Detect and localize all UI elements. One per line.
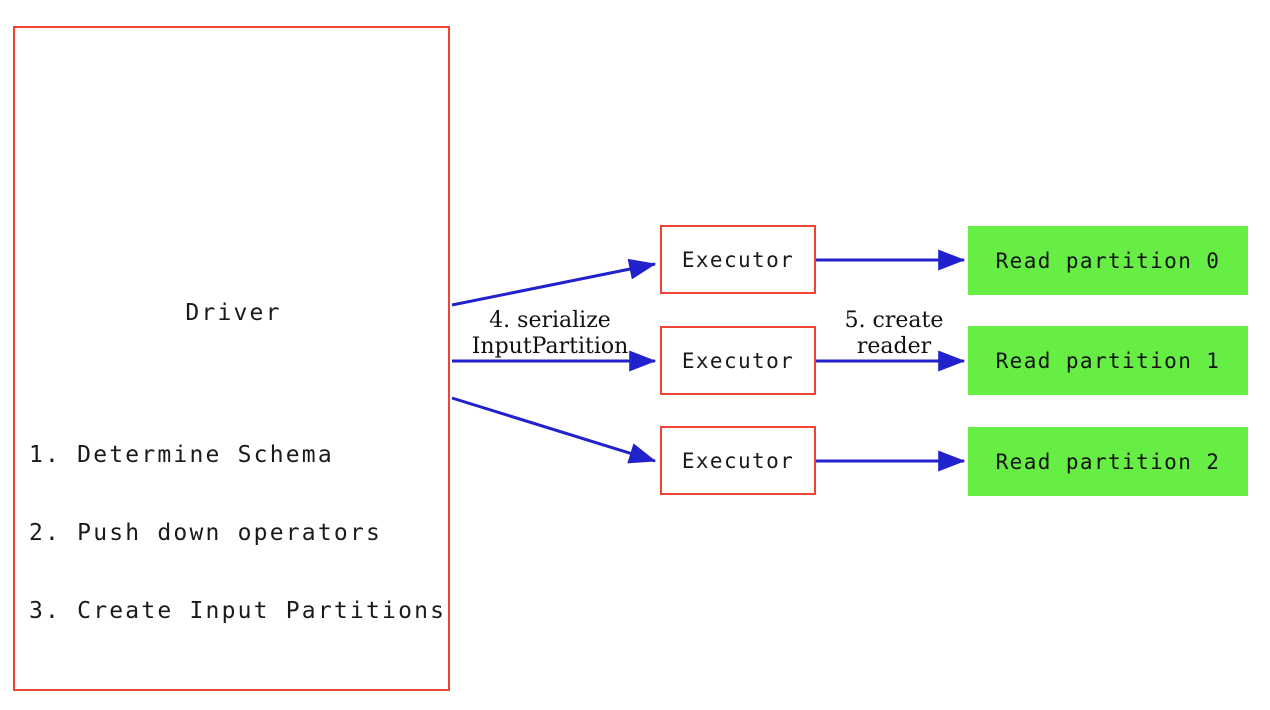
edge-caption-serialize-inputpartition: 4. serialize InputPartition [462,308,638,360]
executor-box-0: Executor [660,225,816,294]
edge-caption-serialize-line-1: 4. serialize [489,308,611,333]
driver-box: Driver 1. Determine Schema 2. Push down … [13,26,450,691]
read-partition-label-1: Read partition 1 [995,348,1221,373]
driver-step-1: 1. Determine Schema [29,442,334,468]
driver-step-2: 2. Push down operators [29,520,383,546]
arrow-driver-to-executor-2 [451,396,657,464]
executor-label-2: Executor [681,448,795,473]
arrow-driver-to-executor-0 [451,258,657,307]
read-partition-label-0: Read partition 0 [995,248,1221,273]
executor-label-0: Executor [681,247,795,272]
read-partition-box-0: Read partition 0 [968,226,1248,295]
edge-caption-create-reader: 5. create reader [826,308,962,360]
edge-caption-create-reader-line-2: reader [856,334,932,359]
edge-caption-create-reader-line-1: 5. create [844,308,944,333]
executor-label-1: Executor [681,348,795,373]
driver-step-list: 1. Determine Schema 2. Push down operato… [29,390,446,676]
read-partition-label-2: Read partition 2 [995,449,1221,474]
driver-step-3: 3. Create Input Partitions [29,598,447,624]
read-partition-box-2: Read partition 2 [968,427,1248,496]
edge-caption-serialize-line-2: InputPartition [471,334,629,359]
read-partition-box-1: Read partition 1 [968,326,1248,395]
executor-box-2: Executor [660,426,816,495]
executor-box-1: Executor [660,326,816,395]
driver-title: Driver [185,300,282,326]
